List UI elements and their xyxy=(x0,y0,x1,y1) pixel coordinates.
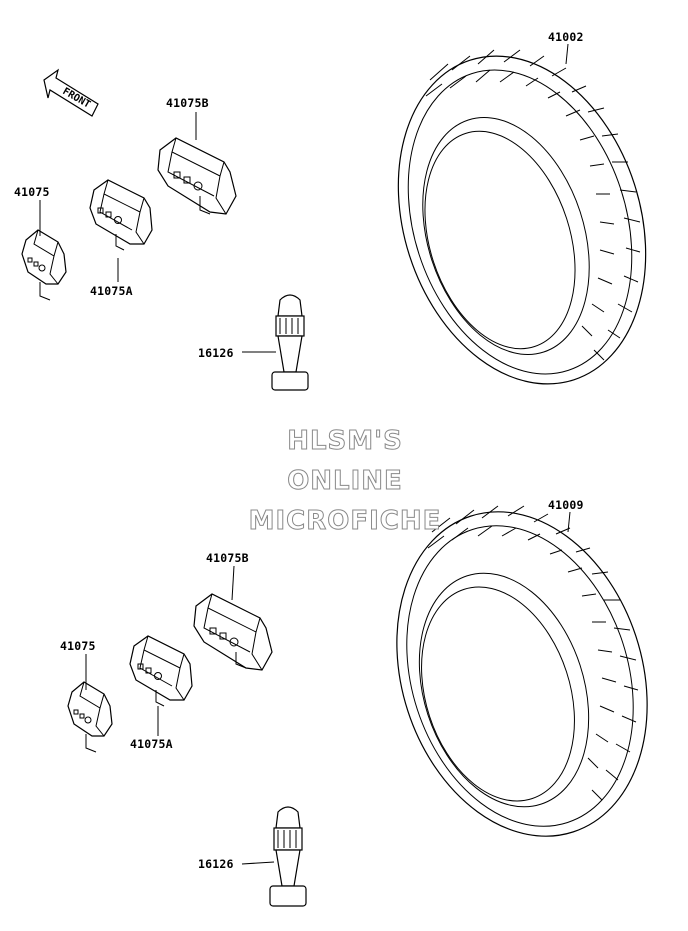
valve-16126-top-icon xyxy=(271,294,309,391)
part-number-16126-top: 16126 xyxy=(198,346,234,360)
weight-41075a-top-icon xyxy=(89,179,153,251)
part-number-41075-bottom: 41075 xyxy=(60,639,96,653)
weight-41075-top-icon xyxy=(21,229,67,301)
weight-41075b-top-icon xyxy=(157,137,237,215)
watermark-line-3: MICROFICHE xyxy=(248,506,442,537)
weight-41075b-bottom-icon xyxy=(193,593,273,671)
watermark-line-1: HLSM'S xyxy=(287,426,403,457)
front-arrow-icon: FRONT xyxy=(43,68,99,117)
part-number-41075-top: 41075 xyxy=(14,185,50,199)
part-number-16126-bottom: 16126 xyxy=(198,857,234,871)
weight-41075a-bottom-icon xyxy=(129,635,193,707)
part-number-41075a-top: 41075A xyxy=(90,284,133,298)
leader-lines xyxy=(39,43,571,865)
watermark-line-2: ONLINE xyxy=(287,466,403,497)
part-number-41002: 41002 xyxy=(548,30,584,44)
part-number-41075b-bottom: 41075B xyxy=(206,551,249,565)
weight-41075-bottom-icon xyxy=(67,681,113,753)
part-number-41009: 41009 xyxy=(548,498,584,512)
part-number-41075a-bottom: 41075A xyxy=(130,737,173,751)
part-number-41075b-top: 41075B xyxy=(166,96,209,110)
tire-41009-icon xyxy=(396,505,648,837)
valve-16126-bottom-icon xyxy=(269,806,307,907)
tire-41002-icon xyxy=(397,49,647,385)
